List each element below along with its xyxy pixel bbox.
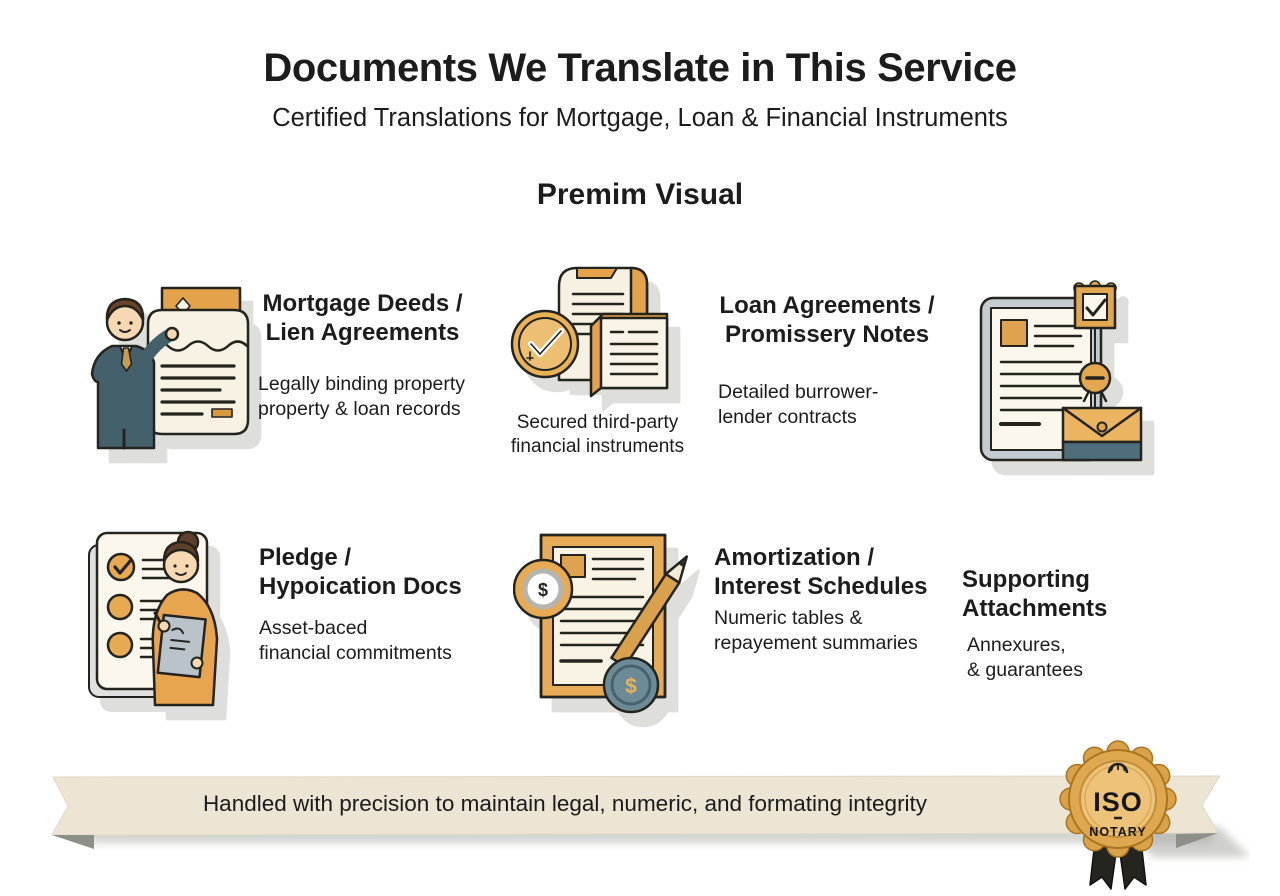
item-heading-mortgage-deeds: Mortgage Deeds / Lien Agreements	[262, 290, 463, 346]
item-description-loan-agreements: Detailed burrower- lender contracts	[718, 381, 879, 428]
item-heading-loan-agreements: Loan Agreements / Promissery Notes	[719, 292, 935, 348]
item-description-amortization: Numeric tables & repayement summaries	[714, 607, 918, 654]
page-subtitle: Certified Translations for Mortgage, Loa…	[272, 104, 1008, 132]
certified-document-seal-envelope-icon	[975, 278, 1167, 466]
page-title: Documents We Translate in This Service	[263, 46, 1017, 90]
item-description-supporting-attachments: Annexures, & guarantees	[967, 634, 1084, 681]
businessman-with-deed-document-icon	[90, 282, 250, 450]
ribbon-banner	[28, 765, 1250, 875]
badge-text-iso: ISO	[1093, 787, 1143, 817]
documents-with-check-coin-icon	[503, 260, 698, 410]
banner-tagline: Handled with precision to maintain legal…	[202, 791, 928, 816]
iso-notary-badge: ISO NOTARY	[1056, 737, 1180, 895]
item-heading-pledge-docs: Pledge / Hypoication Docs	[259, 544, 462, 600]
svg-text:$: $	[625, 675, 637, 698]
item-description-pledge-docs: Asset-baced financial commitments	[259, 617, 452, 664]
item-description-mortgage-deeds: Legally binding property property & loan…	[258, 373, 466, 420]
item-heading-amortization: Amortization / Interest Schedules	[714, 544, 928, 600]
section-heading: Premim Visual	[536, 178, 744, 211]
schedule-document-coins-pencil-icon: $ $	[512, 527, 703, 715]
item-heading-supporting-attachments: Supporting Attachments	[962, 566, 1108, 622]
svg-text:$: $	[538, 580, 548, 600]
icon-caption-secured-instruments: Secured third-party financial instrument…	[510, 412, 685, 457]
badge-text-notary: NOTARY	[1089, 825, 1146, 839]
crown-icon	[1107, 762, 1129, 774]
checklist-with-writer-icon	[85, 527, 263, 707]
